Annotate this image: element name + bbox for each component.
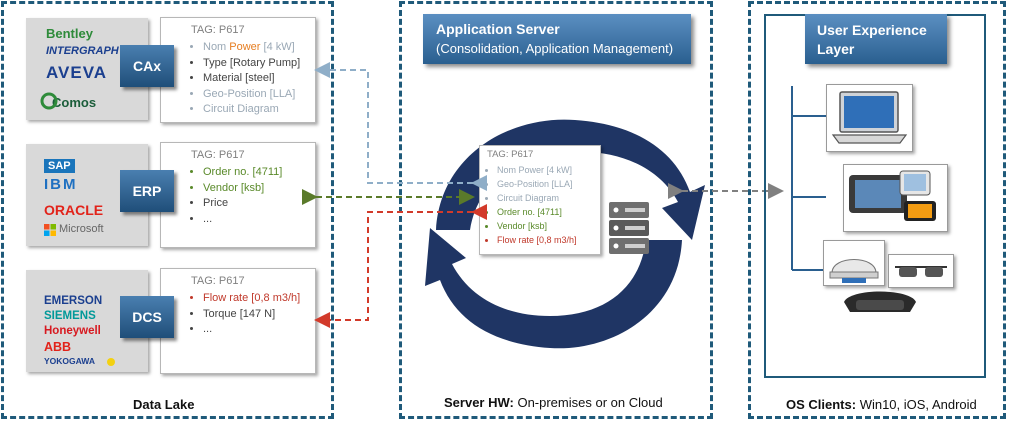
server-hw-label: Server HW: On-premises or on Cloud: [444, 395, 663, 410]
yokogawa-emblem-icon: [107, 358, 115, 366]
srv-item-power: Nom Power [4 kW]: [497, 163, 577, 177]
erp-attribute-list: Order no. [4711] Vendor [ksb] Price ...: [191, 165, 282, 227]
smart-glasses-icon: [895, 266, 947, 277]
ibm-logo: IBM: [44, 176, 78, 193]
laptop-icon: [831, 91, 908, 144]
cax-tag: TAG: P617: [191, 24, 245, 36]
erp-item-price: Price: [203, 196, 282, 212]
ux-title-line2: Layer: [817, 41, 855, 57]
app-server-attribute-list: Nom Power [4 kW] Geo-Position [LLA] Circ…: [487, 163, 577, 247]
cax-item-power: Nom Power [4 kW]: [203, 40, 300, 56]
hololens-device: [840, 284, 920, 318]
cax-label-badge: CAx: [120, 45, 174, 87]
abb-logo: ABB: [44, 340, 72, 354]
tablet-icon: [849, 170, 936, 221]
app-server-subtitle: (Consolidation, Application Management): [436, 41, 674, 56]
erp-label-badge: ERP: [120, 170, 174, 212]
siemens-logo: SIEMENS: [44, 310, 96, 322]
cax-item-type: Type [Rotary Pump]: [203, 56, 300, 72]
dcs-item-flow: Flow rate [0,8 m3/h]: [203, 291, 300, 307]
app-server-header: Application Server (Consolidation, Appli…: [423, 14, 691, 64]
yokogawa-logo: YOKOGAWA: [44, 356, 96, 366]
sap-logo: SAP: [44, 159, 75, 173]
dcs-connector: [314, 204, 487, 328]
erp-item-order: Order no. [4711]: [203, 165, 282, 181]
ux-title-line1: User Experience: [817, 22, 927, 38]
erp-item-more: ...: [203, 212, 282, 228]
dcs-card: TAG: P617 Flow rate [0,8 m3/h] Torque [1…: [160, 268, 316, 374]
oracle-logo: ORACLE: [44, 202, 104, 218]
smart-glasses-device: [888, 254, 954, 288]
ar-glasses-device: [823, 240, 885, 286]
cax-item-geo: Geo-Position [LLA]: [203, 87, 300, 103]
srv-item-flow: Flow rate [0,8 m3/h]: [497, 233, 577, 247]
cax-item-circuit: Circuit Diagram: [203, 102, 300, 118]
comos-emblem-icon: [40, 92, 58, 110]
honeywell-logo: Honeywell: [44, 325, 101, 337]
tablet-device: [843, 164, 948, 232]
dcs-attribute-list: Flow rate [0,8 m3/h] Torque [147 N] ...: [191, 291, 300, 338]
cax-card: TAG: P617 Nom Power [4 kW] Type [Rotary …: [160, 17, 316, 123]
laptop-device: [826, 84, 913, 152]
srv-item-vendor: Vendor [ksb]: [497, 219, 577, 233]
emerson-logo: EMERSON: [44, 295, 103, 307]
aveva-logo: AVEVA: [46, 63, 108, 82]
microsoft-logo-icon: [44, 224, 56, 236]
app-server-title: Application Server: [436, 21, 560, 37]
dcs-item-more: ...: [203, 322, 300, 338]
dcs-label-badge: DCS: [120, 296, 174, 338]
cax-connector: [314, 62, 487, 191]
server-hardware-icon: [609, 202, 649, 254]
srv-item-circuit: Circuit Diagram: [497, 191, 577, 205]
erp-card: TAG: P617 Order no. [4711] Vendor [ksb] …: [160, 142, 316, 248]
srv-item-order: Order no. [4711]: [497, 205, 577, 219]
srv-item-geo: Geo-Position [LLA]: [497, 177, 577, 191]
app-server-tag: TAG: P617: [487, 149, 534, 160]
hololens-icon: [844, 291, 916, 312]
data-lake-label: Data Lake: [133, 397, 195, 412]
dcs-tag: TAG: P617: [191, 275, 245, 287]
hard-hat-icon: [829, 259, 879, 283]
ux-layer-header: User Experience Layer: [805, 14, 947, 64]
microsoft-logo: Microsoft: [59, 223, 104, 235]
erp-item-vendor: Vendor [ksb]: [203, 181, 282, 197]
ux-layer-zone: [748, 1, 1006, 419]
ux-device-tree: [791, 86, 826, 271]
os-clients-label: OS Clients: Win10, iOS, Android: [786, 397, 977, 412]
cax-item-material: Material [steel]: [203, 71, 300, 87]
intergraph-logo: INTERGRAPH: [46, 45, 119, 57]
bentley-logo: Bentley: [46, 26, 93, 41]
cax-attribute-list: Nom Power [4 kW] Type [Rotary Pump] Mate…: [191, 40, 300, 118]
comos-logo: Comos: [52, 95, 97, 110]
erp-tag: TAG: P617: [191, 149, 245, 161]
app-server-card: TAG: P617 Nom Power [4 kW] Geo-Position …: [479, 145, 601, 255]
dcs-item-torque: Torque [147 N]: [203, 307, 300, 323]
